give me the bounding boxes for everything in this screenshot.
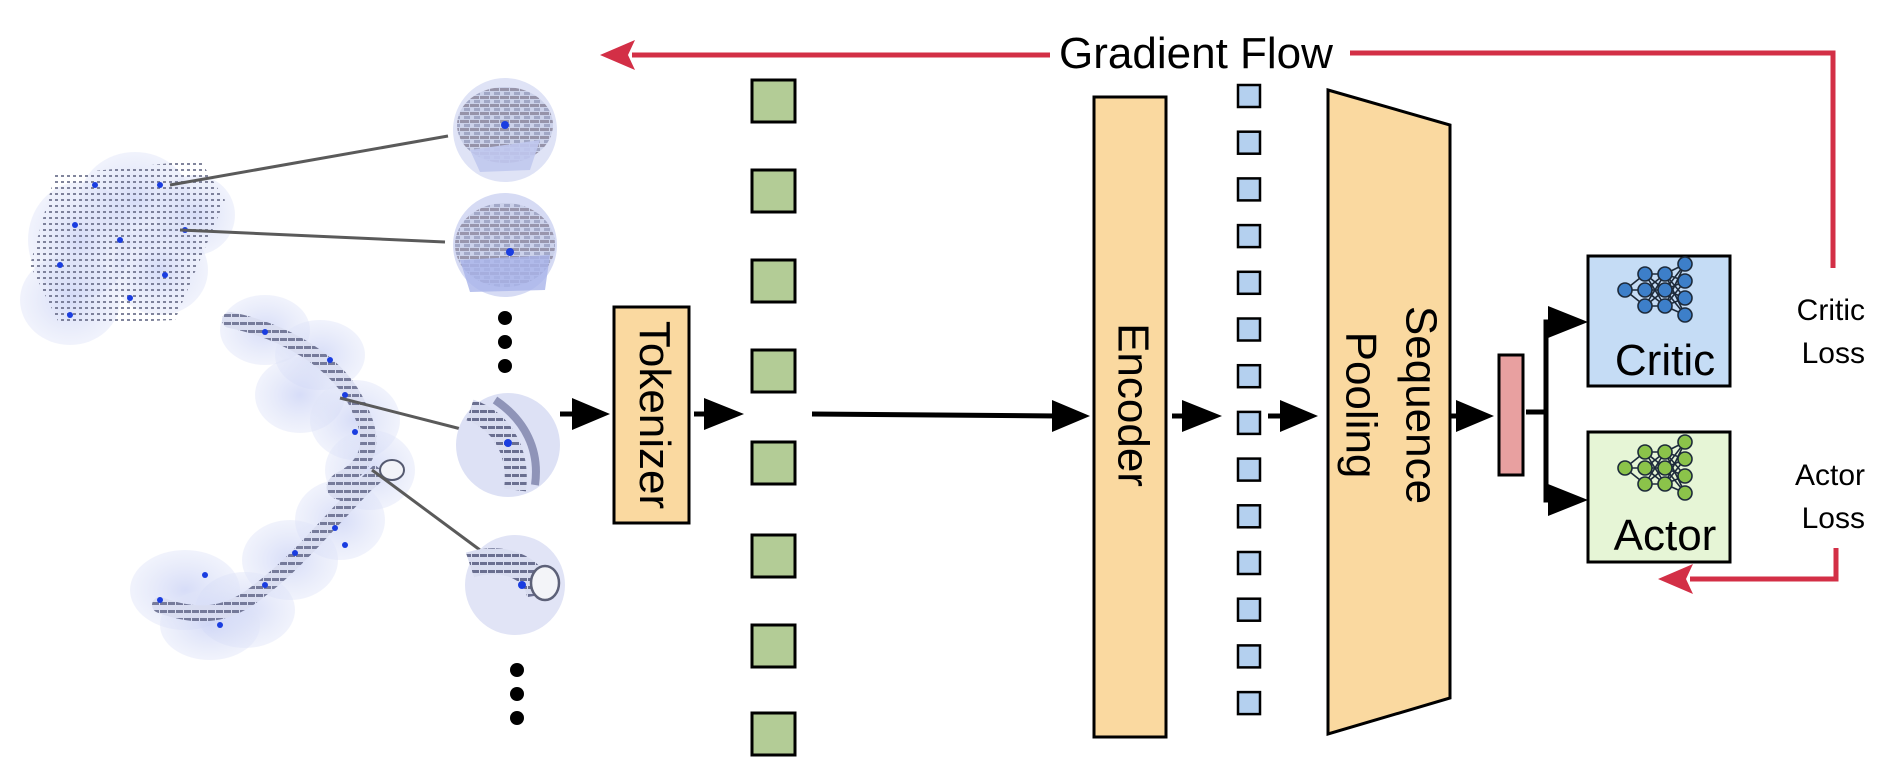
network-node <box>1657 444 1673 460</box>
embedding-square <box>1236 363 1262 389</box>
critic-loss-label-line2: Loss <box>1802 337 1865 370</box>
vertical-ellipsis-icon <box>510 663 524 725</box>
embedding-square <box>1236 597 1262 622</box>
tube-point-cloud <box>130 295 415 660</box>
network-node <box>1617 460 1633 476</box>
token-square <box>750 78 797 124</box>
network-node <box>1657 266 1673 282</box>
critic-loss-label-line1: Critic <box>1797 294 1865 327</box>
network-node <box>1677 273 1693 289</box>
tokenizer-block: Tokenizer <box>612 305 691 525</box>
network-node <box>1637 282 1653 298</box>
network-node <box>1637 266 1653 282</box>
embedding-column <box>1236 83 1262 716</box>
token-square <box>750 168 797 214</box>
tokenizer-label: Tokenizer <box>630 321 679 509</box>
network-node <box>1677 451 1693 467</box>
embedding-square <box>1236 457 1262 482</box>
pooling-label-line2: Pooling <box>1336 332 1385 479</box>
token-column <box>750 78 797 757</box>
local-patch <box>465 535 565 635</box>
embedding-square <box>1236 223 1262 249</box>
network-node <box>1657 476 1673 492</box>
patch-connector-lines <box>169 134 481 552</box>
network-node <box>1657 298 1673 314</box>
gradient-arrowhead <box>600 40 635 70</box>
token-square <box>750 533 797 579</box>
network-node <box>1617 282 1633 298</box>
local-patch <box>453 78 557 182</box>
critic-label: Critic <box>1615 336 1715 385</box>
token-square <box>750 440 797 486</box>
local-patch <box>453 193 557 297</box>
neural-network-icon <box>1617 434 1693 501</box>
actor-label: Actor <box>1614 511 1717 560</box>
point-cloud-scene <box>20 78 565 725</box>
network-node <box>1677 256 1693 272</box>
network-node <box>1637 460 1653 476</box>
gradient-flow-path <box>600 40 1839 594</box>
network-node <box>1637 476 1653 492</box>
local-patch <box>456 393 560 497</box>
embedding-square <box>1236 504 1262 529</box>
pooling-label-line1: Sequence <box>1396 306 1445 504</box>
network-node <box>1677 434 1693 450</box>
network-node <box>1637 444 1653 460</box>
network-node <box>1637 298 1653 314</box>
embedding-square <box>1236 317 1262 342</box>
vertical-ellipsis-icon <box>498 311 512 373</box>
actor-head: Actor <box>1586 430 1732 564</box>
embedding-square <box>1236 177 1262 202</box>
actor-loss-label-line2: Loss <box>1802 502 1865 535</box>
network-node <box>1677 290 1693 306</box>
critic-head: Critic <box>1586 254 1732 388</box>
embedding-square <box>1236 690 1262 716</box>
token-square <box>750 623 797 669</box>
network-node <box>1657 460 1673 476</box>
network-node <box>1677 468 1693 484</box>
neural-network-icon <box>1617 256 1693 323</box>
embedding-square <box>1236 130 1262 155</box>
embedding-square <box>1236 550 1262 576</box>
pooled-feature-vector <box>1497 353 1525 477</box>
embedding-square <box>1236 83 1262 109</box>
token-square <box>750 711 797 757</box>
actor-loss-arrowhead <box>1658 564 1693 594</box>
network-node <box>1657 282 1673 298</box>
flow-arrows <box>560 306 1588 516</box>
token-square <box>750 258 797 304</box>
embedding-square <box>1236 644 1262 669</box>
actor-loss-label-line1: Actor <box>1795 459 1865 492</box>
network-node <box>1677 485 1693 501</box>
network-node <box>1677 307 1693 323</box>
sequence-pooling-block: Sequence Pooling <box>1326 88 1452 737</box>
token-square <box>750 348 797 394</box>
encoder-label: Encoder <box>1108 323 1157 487</box>
encoder-block: Encoder <box>1092 95 1168 739</box>
box-point-cloud <box>20 152 235 345</box>
embedding-square <box>1236 410 1262 436</box>
embedding-square <box>1236 270 1262 296</box>
gradient-flow-label: Gradient Flow <box>1059 29 1333 78</box>
